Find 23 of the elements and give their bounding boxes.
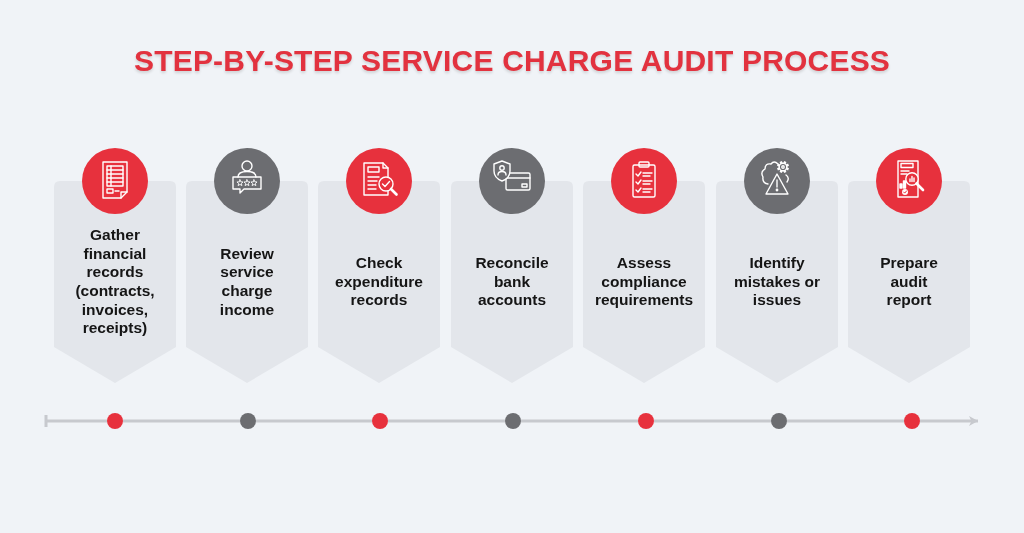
step-label: Check expenditure records	[335, 254, 423, 310]
timeline-arrow	[920, 416, 978, 426]
timeline-line	[654, 419, 771, 423]
timeline-dot	[107, 413, 123, 429]
timeline-dot	[771, 413, 787, 429]
timeline-dot	[240, 413, 256, 429]
timeline-dot	[904, 413, 920, 429]
timeline-dot	[638, 413, 654, 429]
timeline-line	[388, 419, 505, 423]
step-label: Prepare audit report	[880, 254, 938, 310]
timeline-line	[521, 419, 638, 423]
step-label: Identify mistakes or issues	[732, 254, 822, 310]
timeline-line	[44, 415, 107, 427]
title: STEP-BY-STEP SERVICE CHARGE AUDIT PROCESS	[133, 44, 891, 78]
step-label: Reconcile bank accounts	[475, 254, 549, 310]
step-label: Review service charge income	[219, 244, 275, 320]
timeline-line	[256, 419, 372, 423]
timeline-line	[787, 419, 904, 423]
timeline-line	[123, 419, 240, 423]
timeline-dot	[372, 413, 388, 429]
timeline-dot	[505, 413, 521, 429]
step-label: Assess compliance requirements	[594, 254, 694, 310]
step-label: Gather financial records (contracts, invoices, receipts)	[75, 226, 155, 338]
